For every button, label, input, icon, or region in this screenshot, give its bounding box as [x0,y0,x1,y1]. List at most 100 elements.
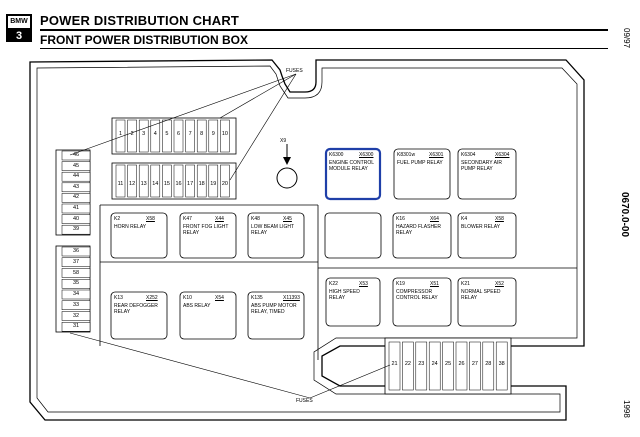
connector-code: X64 [430,216,439,222]
relay-name: REAR DEFOGGER RELAY [114,303,158,315]
connector-code: X51 [430,281,439,287]
fuse-slot [61,224,91,235]
box-outline [29,59,585,421]
relay-box [393,148,451,200]
relay-box [457,212,517,259]
leader-line [69,332,311,399]
fuse-slot [61,257,91,267]
fuse-slot [482,341,495,391]
fuse-slot [150,164,161,198]
fuse-slot [495,341,508,391]
fuse-label: 42 [72,194,80,201]
fuse-slot [61,246,91,257]
fuse-label: 7 [188,131,192,137]
page-subtitle: FRONT POWER DISTRIBUTION BOX [40,33,248,47]
fuse-slot [61,203,91,214]
relay-code: K21 [461,281,470,287]
fuse-label: 40 [72,215,80,222]
fuse-slot [61,150,91,161]
fuse-label: 46 [72,152,80,158]
relay-group [110,147,517,340]
relay-code: K6304 [461,152,476,158]
relay-name: HIGH SPEED RELAY [329,289,360,301]
fuse-label: 24 [431,361,438,367]
fuse-label: 21 [391,361,398,367]
fuse-label: 23 [418,361,425,367]
fuse-slot [61,193,91,203]
relay-box [179,212,237,259]
relay-code: K19 [396,281,405,287]
fuse-slot [61,289,91,300]
fuses-top-label: FUSES [286,68,303,74]
relay-name: ABS RELAY [183,303,211,309]
left-fuse-column [55,149,91,333]
fuse-slot [196,164,207,198]
relay-name: ABS PUMP MOTOR RELAY, TIMED [251,303,297,315]
fuse-label: 4 [153,131,157,137]
subtitle-rule [40,48,608,49]
connector-code: X58 [495,216,504,222]
fuse-slot [127,119,137,153]
leader-line [309,364,391,399]
fuse-label: 19 [210,181,217,187]
empty-relay-slot [324,212,382,259]
bottom-fuse-row [384,337,512,395]
fuse-label: 18 [198,181,205,187]
fuse-slot [220,119,230,153]
fuse-slot [61,182,91,193]
relay-code: K48 [251,216,260,222]
relay-name: COMPRESSOR CONTROL RELAY [396,289,438,301]
fuse-label: 27 [471,361,478,367]
fuse-label: 58 [72,269,80,276]
leader-line [219,73,297,119]
connector-code: X54 [215,295,224,301]
relay-name: BLOWER RELAY [461,224,501,230]
page-title: POWER DISTRIBUTION CHART [40,13,240,28]
fuse-slot [138,119,149,153]
fuse-label: 22 [404,361,411,367]
fuse-slot [415,341,428,391]
connector-code: X252 [146,295,158,301]
fuse-slot [185,164,195,198]
fuse-slot [442,341,454,391]
fuse-slot [127,164,137,198]
fuse-slot [469,341,481,391]
fuse-slot [208,164,219,198]
fuse-label: 43 [72,183,80,190]
fuse-slot [220,164,230,198]
fuse-label: 15 [163,181,170,187]
fuse-label: 36 [72,248,80,254]
relay-name: SECONDARY AIR PUMP RELAY [461,160,502,172]
relay-box [325,277,381,327]
connector-code: X53 [359,281,368,287]
fuse-slot [150,119,161,153]
relay-box [457,277,517,327]
fuse-label: 3 [142,131,146,137]
fuse-label: 25 [445,361,452,367]
fuse-slot [428,341,441,391]
fuse-slot [196,119,207,153]
connector-code: X6301 [429,152,444,158]
fuse-slot [208,119,219,153]
relay-code: K6300 [329,152,344,158]
fuse-label: 11 [117,181,124,187]
fuse-label: 12 [129,181,136,187]
fuse-label: 37 [72,258,80,265]
relay-name: NORMAL SPEED RELAY [461,289,501,301]
side-date: 09/97 [622,28,631,49]
relay-code: K2 [114,216,121,222]
x9-label: X9 [280,138,287,144]
fuse-slot [388,341,401,391]
fuse-slot [138,164,149,198]
relay-box [324,147,382,201]
fuse-slot [402,341,414,391]
fuse-label: 26 [458,361,465,367]
relay-code: K22 [329,281,338,287]
relay-box [247,291,305,340]
fuse-label: 39 [72,226,80,233]
fuses-bottom-label: FUSES [296,398,313,404]
relay-code: K135 [251,295,263,301]
relay-code: K10 [183,295,192,301]
x9-arrow-head [283,157,291,165]
relay-name: HORN RELAY [114,224,147,230]
